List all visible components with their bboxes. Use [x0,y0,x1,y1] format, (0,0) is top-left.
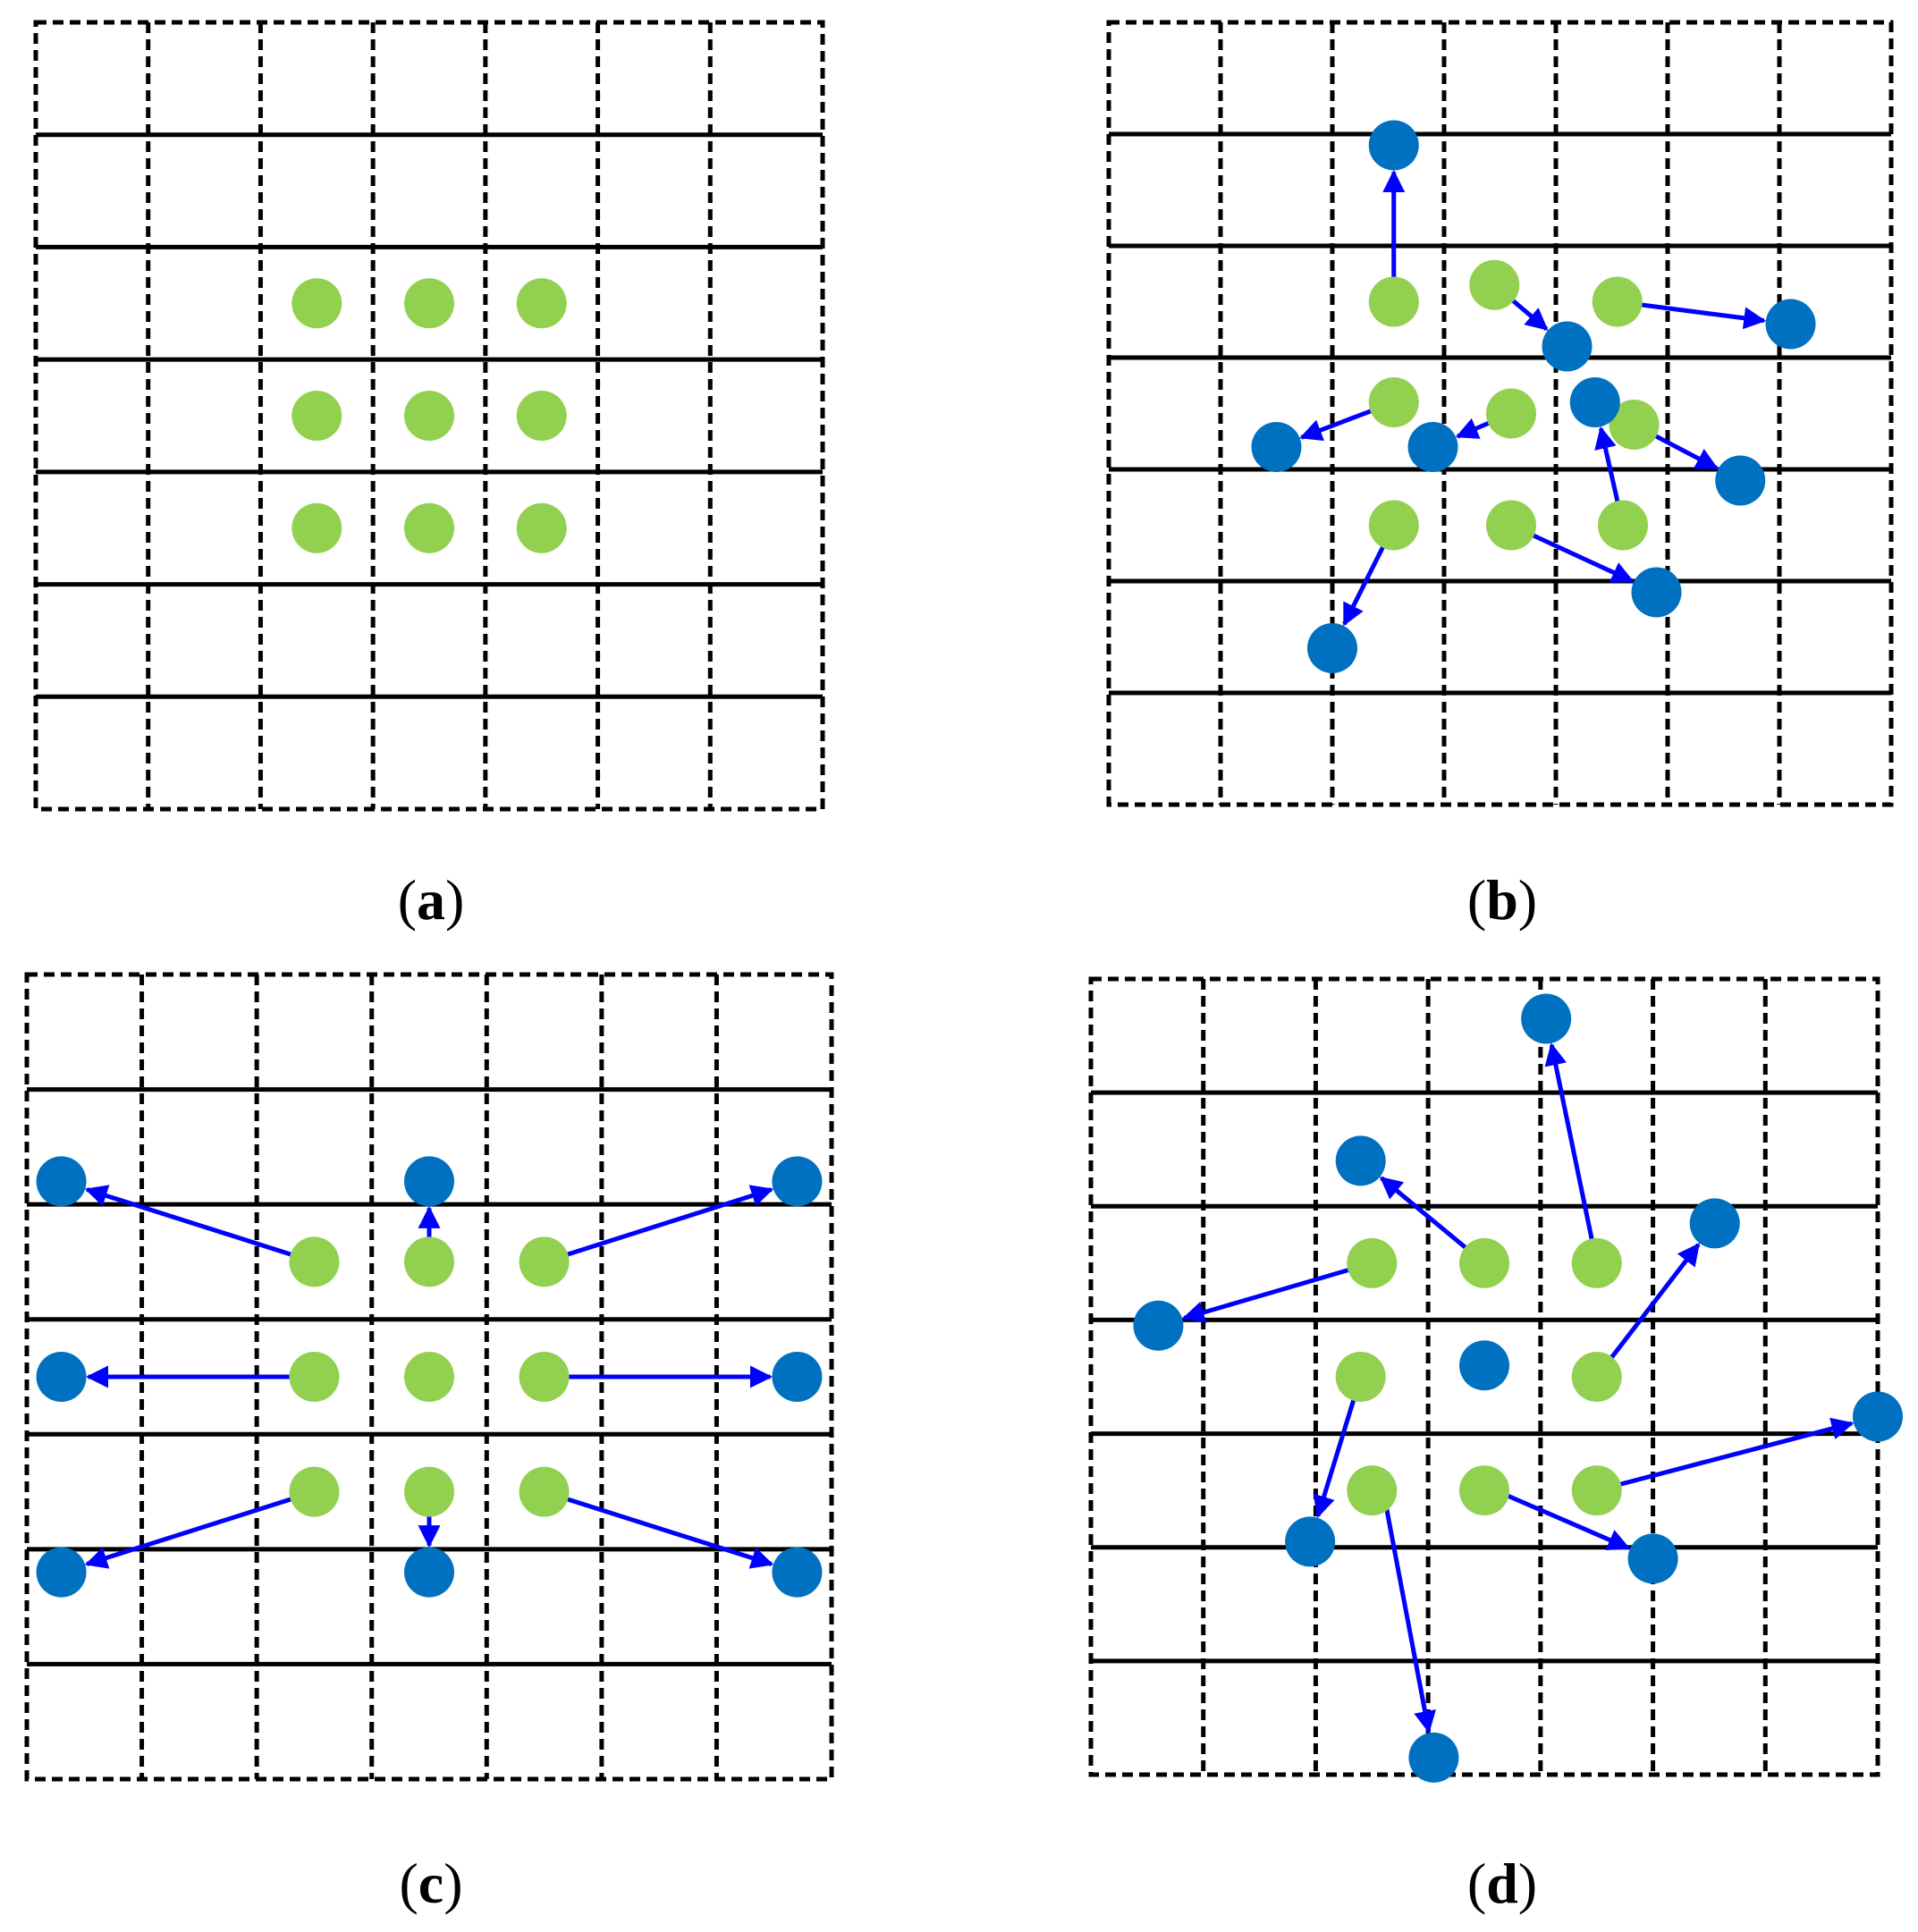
panel-b: (b) [1106,20,1894,932]
sampling-point [1571,1352,1622,1402]
sampling-point [519,1352,570,1402]
sampling-point [1368,500,1419,551]
sampling-points-a [292,278,567,553]
panel-label-a: (a) [398,868,465,932]
offset-point [1521,993,1572,1044]
offset-point [1133,1300,1184,1351]
offset-point [36,1352,87,1402]
sampling-point [1368,276,1419,327]
offset-point [1408,1732,1459,1783]
sampling-point [516,502,567,553]
sampling-points-b [1251,120,1816,673]
grid-border [33,20,825,812]
sampling-point [1459,1237,1509,1288]
offset-point [1569,377,1620,427]
sampling-point [1598,500,1648,551]
offset-point [404,1547,454,1598]
offset-arrow [1379,1176,1481,1261]
offset-arrow [1381,1497,1436,1734]
offset-point [1715,455,1766,506]
sampling-points-d [1133,993,1903,1783]
offset-point [772,1156,823,1207]
sampling-point [1368,377,1419,427]
offset-point [1542,321,1593,372]
offset-arrow [1603,1417,1855,1491]
offset-arrow [1517,526,1635,584]
sampling-points-c [36,1156,823,1598]
offset-point [404,1156,454,1207]
panel-label-b: (b) [1467,868,1537,932]
grid-a [33,20,825,812]
panel-a: (a) [33,20,825,932]
offset-arrows-c [84,1185,774,1569]
offset-arrow [1181,1262,1365,1324]
offset-arrow [1624,300,1767,330]
offset-arrow [550,1491,774,1569]
sampling-point [519,1466,570,1517]
grid-border [24,972,834,1782]
sampling-point [519,1236,570,1287]
offset-arrow [550,1185,774,1262]
offset-point [1631,567,1682,618]
offset-point [772,1547,823,1598]
sampling-point [1592,276,1643,327]
grid-b [1106,20,1894,807]
offset-point [1459,1340,1509,1391]
sampling-point [289,1352,340,1402]
sampling-point [1571,1237,1622,1288]
offset-point [1307,623,1357,673]
sampling-point [404,502,454,553]
offset-point [1765,299,1816,350]
sampling-point [1335,1352,1386,1402]
grid-border [1106,20,1894,807]
offset-arrow [1313,1383,1361,1519]
sampling-point [404,278,454,329]
panel-d: (d) [1088,976,1903,1915]
offset-point [1407,422,1458,472]
panel-label-d: (d) [1467,1852,1537,1915]
sampling-point [1486,500,1536,551]
sampling-point [516,278,567,329]
sampling-point [292,502,342,553]
offset-arrows-d [1181,1042,1855,1734]
offset-point [1853,1391,1903,1442]
sampling-point [516,391,567,441]
sampling-point [289,1466,340,1517]
offset-point [1368,120,1419,171]
offset-arrow [84,1491,308,1569]
offset-point [1251,422,1302,472]
offset-point [1285,1516,1336,1567]
sampling-point [1609,400,1660,450]
offset-point [1689,1198,1740,1249]
offset-arrow [1544,1042,1598,1257]
sampling-point [292,278,342,329]
grid-d [1088,976,1880,1777]
offset-point [36,1547,87,1598]
offset-point [772,1352,823,1402]
offset-arrow [84,1185,308,1262]
grid-c [24,972,834,1782]
sampling-point [404,1236,454,1287]
offset-arrow [1599,1243,1701,1372]
sampling-point [289,1236,340,1287]
sampling-point [1486,388,1536,439]
sampling-point [404,1352,454,1402]
sampling-point [1459,1465,1509,1516]
sampling-point [1347,1465,1398,1516]
offset-point [1627,1533,1678,1584]
offset-point [1335,1135,1386,1186]
sampling-point [1347,1237,1398,1288]
panel-c: (c) [24,972,834,1915]
offset-point [36,1156,87,1207]
sampling-point [1469,259,1520,310]
grid-border [1088,976,1880,1777]
sampling-point [1571,1465,1622,1516]
sampling-point [404,391,454,441]
sampling-point [292,391,342,441]
offset-arrow [1501,1491,1631,1551]
panel-label-c: (c) [399,1852,462,1915]
sampling-point [404,1466,454,1517]
